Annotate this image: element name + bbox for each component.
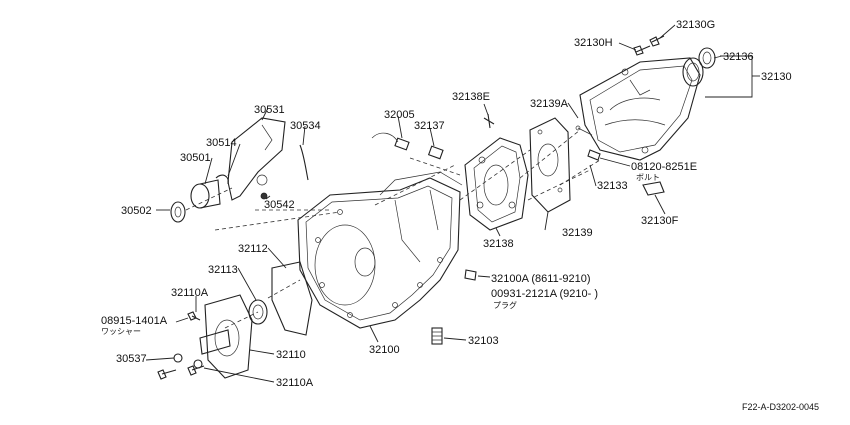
label-32112: 32112 [238,243,268,255]
switch-32005 [371,132,410,151]
label-08120-8251e: 08120-8251E [631,161,697,173]
gasket-32112 [271,261,313,336]
label-bolt-ja: ボルト [636,173,660,182]
washer-08915 [173,353,203,369]
label-32137: 32137 [414,120,445,132]
label-30531: 30531 [254,104,285,116]
label-32110: 32110 [276,349,306,361]
label-32130f: 32130F [641,215,679,227]
intermediate-plate-32138 [464,137,529,231]
label-30534: 30534 [290,120,321,132]
label-30501: 30501 [180,152,211,164]
assembly-guide-lines [185,129,601,329]
oil-seal-32113 [248,299,268,325]
dowel-pin-32138e [483,113,495,129]
label-32136: 32136 [723,51,754,63]
release-sleeve-30501 [190,179,221,209]
transmission-case-32100 [297,171,463,329]
label-00931-2121a: 00931-2121A (9210- ) [491,288,598,300]
label-32100: 32100 [369,344,400,356]
pivot-30542 [260,192,268,200]
label-32103: 32103 [468,335,499,347]
label-32139a: 32139A [530,98,569,110]
label-32138: 32138 [483,238,514,250]
release-bearing-30502 [170,201,186,223]
part-labels: 32130G 32130H 32136 32130 32139A 32138E … [101,19,819,412]
front-cover-32110 [199,294,253,379]
label-32113: 32113 [208,264,238,276]
label-30514: 30514 [206,137,237,149]
bolt-32130h [633,45,651,56]
label-washer-ja: ワッシャー [101,327,141,336]
plug-32100a [464,269,477,281]
label-32139: 32139 [562,227,593,239]
bracket-32130f [642,181,665,196]
label-08915-1401a: 08915-1401A [101,315,168,327]
bolt-32110a-top [187,311,201,321]
plug-32137 [427,145,444,160]
rear-extension-housing [579,57,704,161]
label-32130: 32130 [761,71,792,83]
label-32133: 32133 [597,180,628,192]
figure-id: F22-A-D3202-0045 [742,402,819,412]
adapter-plate-32139 [529,117,571,213]
bolt-32110a-bottom [187,365,205,376]
label-32005: 32005 [384,109,415,121]
label-plug-ja: プラグ [493,300,517,310]
label-32110a-top: 32110A [171,287,209,299]
drain-plug-32103 [431,327,443,345]
label-32110a-bottom: 32110A [276,377,314,389]
withdrawal-lever-30531 [227,117,286,201]
label-32138e: 32138E [452,91,490,103]
label-30537: 30537 [116,353,147,365]
spring-30534 [299,144,309,181]
bolt-32133 [575,125,601,161]
leader-lines [145,24,760,383]
bolt-32130g [649,35,665,47]
bolt-30537 [157,369,177,380]
label-32100a: 32100A (8611-9210) [491,273,591,285]
label-32130g: 32130G [676,19,715,31]
label-32130h: 32130H [574,37,613,49]
label-30542: 30542 [264,199,295,211]
retainer-spring-30514 [215,174,229,185]
label-30502: 30502 [121,205,152,217]
oil-seal-32136 [698,47,716,69]
